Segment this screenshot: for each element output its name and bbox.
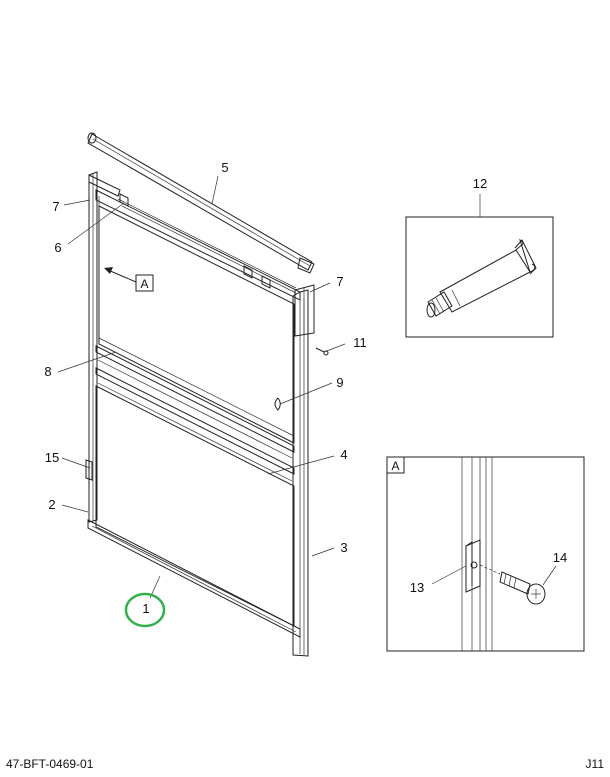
drawing-number: 47-BFT-0469-01 <box>6 757 94 771</box>
callouts: 5 7 6 7 11 9 8 4 15 2 3 1 <box>44 160 366 616</box>
leader-lines <box>57 175 346 599</box>
tube-detail-box: 12 <box>405 176 554 338</box>
middle-rail <box>95 345 295 482</box>
clip-9 <box>274 397 281 411</box>
callout-2: 2 <box>48 497 55 512</box>
highlight-circle <box>124 592 166 628</box>
callout-7-right: 7 <box>336 274 343 289</box>
detail-view-label: A <box>391 459 399 473</box>
callout-13: 13 <box>410 580 424 595</box>
callout-9: 9 <box>336 375 343 390</box>
callout-12: 12 <box>473 176 487 191</box>
callout-3: 3 <box>340 540 347 555</box>
callout-4: 4 <box>340 447 347 462</box>
right-frame-post <box>292 284 315 657</box>
callout-5: 5 <box>221 160 228 175</box>
clip-15 <box>85 459 93 481</box>
callout-11: 11 <box>353 335 367 350</box>
callout-6: 6 <box>54 240 61 255</box>
callout-7-left: 7 <box>52 199 59 214</box>
top-seal-strip <box>87 132 315 274</box>
view-reference-label: A <box>140 277 148 291</box>
screw-icon <box>479 564 546 605</box>
callout-15: 15 <box>45 450 59 465</box>
sheet-label: J11 <box>586 757 605 771</box>
callout-8: 8 <box>44 364 51 379</box>
view-reference: A <box>104 267 154 292</box>
upper-glass-pane <box>98 205 295 444</box>
callout-14: 14 <box>553 550 567 565</box>
tube-icon <box>426 238 537 318</box>
detail-view-a: A <box>386 456 585 652</box>
callout-1: 1 <box>142 601 149 616</box>
